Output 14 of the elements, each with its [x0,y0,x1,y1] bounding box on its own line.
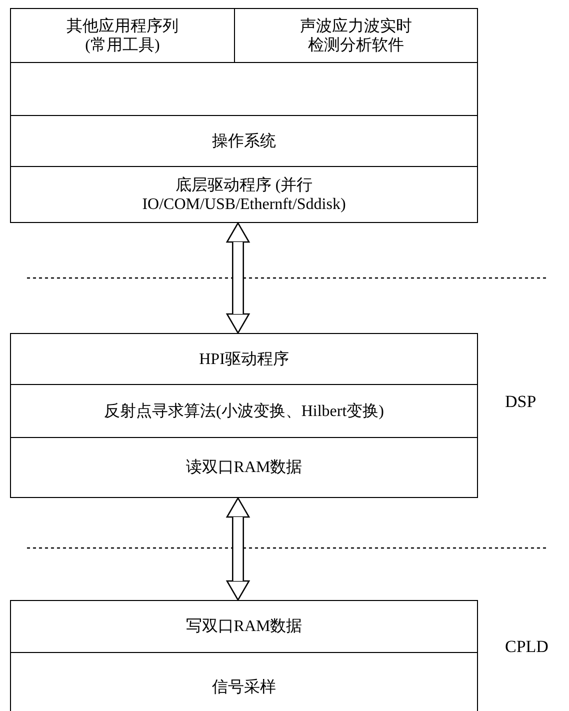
layer-box: 信号采样 [10,652,478,711]
processor-label: DSP [505,392,536,412]
layer-box: 反射点寻求算法(小波变换、Hilbert变换) [10,384,478,438]
layer-box: HPI驱动程序 [10,333,478,385]
layer-box: 底层驱动程序 (并行IO/COM/USB/Ethernft/Sddisk) [10,166,478,223]
layer-box: 写双口RAM数据 [10,600,478,653]
layer-box: 声波应力波实时检测分析软件 [234,8,478,64]
layer-box: 操作系统 [10,115,478,167]
processor-label: CPLD [505,637,548,657]
double-arrow [226,497,250,601]
double-arrow [226,222,250,334]
layer-box: 其他应用程序列 (常用工具) [10,8,235,64]
layer-box [10,62,478,116]
layer-box: 读双口RAM数据 [10,437,478,498]
